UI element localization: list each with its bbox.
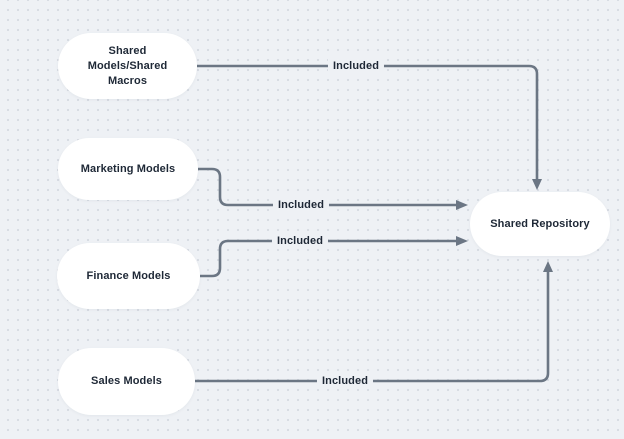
node-finance-models: Finance Models — [57, 243, 200, 309]
arrowhead-right-icon — [456, 200, 468, 210]
node-label: Finance Models — [86, 269, 171, 282]
edge-finance-to-repository — [200, 239, 456, 278]
edge-shared-models-to-repository — [197, 64, 539, 179]
edge-label-included: Included — [271, 234, 329, 248]
node-sales-models: Sales Models — [58, 348, 195, 415]
node-label: Shared Models/Shared Macros — [87, 44, 168, 87]
edge-sales-to-repository — [195, 272, 550, 383]
node-shared-repository: Shared Repository — [470, 192, 610, 256]
node-label: Shared Repository — [490, 217, 590, 230]
node-marketing-models: Marketing Models — [58, 138, 198, 200]
edge-marketing-to-repository — [198, 167, 456, 207]
edge-label-included: Included — [316, 374, 374, 388]
arrowhead-up-icon — [543, 261, 553, 272]
edge-label-included: Included — [327, 59, 385, 73]
arrowhead-down-icon — [532, 179, 542, 190]
arrowhead-right-icon — [456, 236, 468, 246]
node-shared-models-macros: Shared Models/Shared Macros — [58, 33, 197, 99]
node-label: Sales Models — [91, 375, 162, 387]
edge-label-included: Included — [272, 198, 330, 212]
node-label: Marketing Models — [80, 162, 176, 175]
